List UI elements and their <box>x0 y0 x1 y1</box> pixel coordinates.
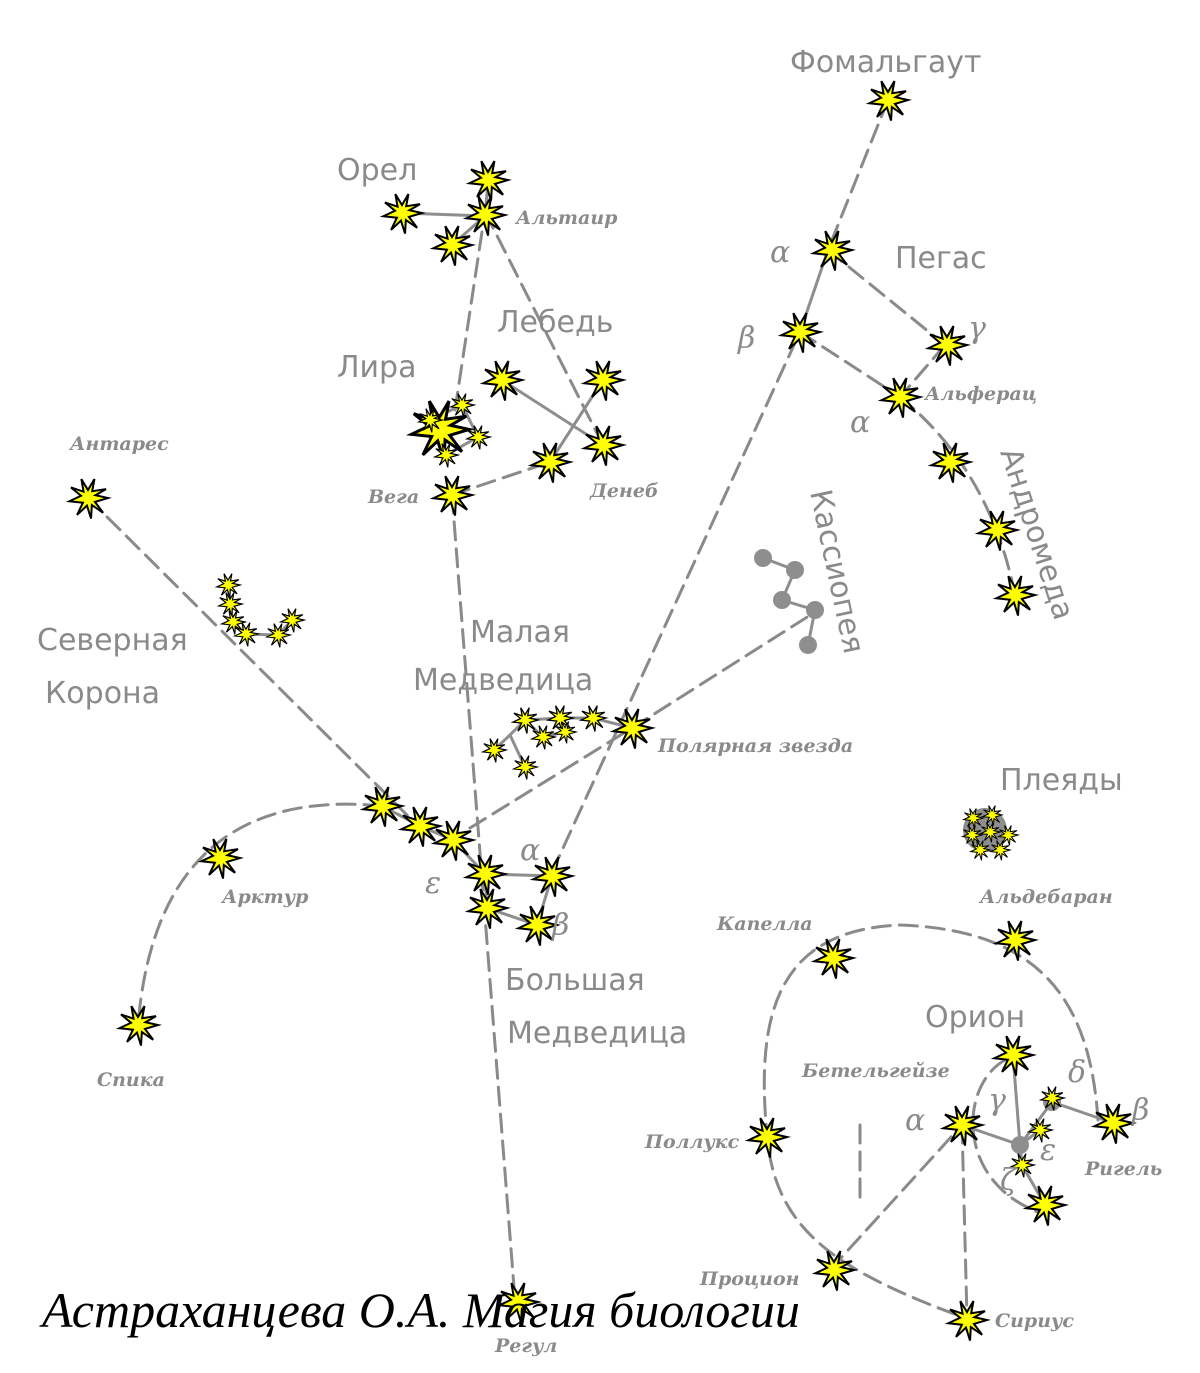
greek-andromeda-alpha: α <box>850 405 870 440</box>
star-labels: Фомальгаут Альтаир Антарес Вега Денеб Ал… <box>68 45 1162 1357</box>
star-ursa-major-2-icon <box>400 806 441 848</box>
label-spika: Спика <box>97 1069 165 1091</box>
label-arktur: Арктур <box>220 886 309 908</box>
star-vega-icon <box>432 475 473 517</box>
star-aquila-left-icon <box>382 193 423 235</box>
star-ursa-minor-1-icon <box>580 705 607 733</box>
star-rigel-icon <box>1093 1103 1134 1145</box>
label-pegas: Пегас <box>895 241 987 276</box>
label-antares: Антарес <box>68 433 169 455</box>
route-altair-to-cygnus <box>483 210 605 447</box>
star-andromeda-delta-icon <box>995 575 1036 617</box>
greek-ursa-beta: β <box>551 908 569 943</box>
label-polaris: Полярная звезда <box>657 735 853 757</box>
label-malaya: Малая <box>470 615 570 650</box>
route-arc-to-spika <box>136 802 384 1027</box>
star-arktur-icon <box>200 838 241 880</box>
greek-orion-beta: β <box>1131 1093 1149 1128</box>
route-vega-to-deneb <box>450 460 552 497</box>
label-polluks: Поллукс <box>644 1131 740 1153</box>
star-protsion-icon <box>814 1250 855 1292</box>
label-cassiopeia: Кассиопея <box>802 486 871 656</box>
greek-labels: α β γ α α β ε α β γ δ ε ζ <box>425 235 1149 1198</box>
star-andromeda-gamma-icon <box>977 510 1018 552</box>
route-ursa-to-polaris <box>468 726 634 830</box>
star-polluks-icon <box>747 1117 788 1159</box>
greek-orion-gamma: γ <box>988 1083 1006 1118</box>
label-rigel: Ригель <box>1084 1158 1162 1180</box>
star-polaris-icon <box>612 708 653 750</box>
guide-lines <box>86 98 1100 1320</box>
route-pegasus-square-side <box>898 343 947 399</box>
label-orel: Орел <box>337 153 417 188</box>
label-protsion: Процион <box>699 1268 800 1290</box>
star-cygnus-3-icon <box>583 425 624 467</box>
star-ursa-major-1-icon <box>362 786 403 828</box>
route-pegasus-square-top <box>826 248 947 347</box>
label-sirius: Сириус <box>995 1310 1074 1332</box>
greek-pegasus-beta: β <box>737 321 755 356</box>
star-sirius-icon <box>947 1300 988 1342</box>
label-lebed: Лебедь <box>497 305 613 340</box>
star-deneb-icon <box>530 442 571 484</box>
star-pegasus-beta-icon <box>780 312 821 354</box>
label-kapella: Капелла <box>716 913 813 935</box>
star-lyra-b-icon <box>450 393 475 418</box>
route-polaris-to-cassiopeia <box>630 612 814 730</box>
greek-orion-alpha: α <box>905 1103 925 1138</box>
label-fomalgaut: Фомальгаут <box>790 45 981 80</box>
star-ursa-major-3-icon <box>433 820 474 862</box>
greek-pegasus-alpha: α <box>770 235 790 270</box>
star-ursa-minor-7-icon <box>513 755 538 780</box>
label-korona: Корона <box>45 676 160 711</box>
route-lyra-to-altair <box>453 210 487 412</box>
greek-ursa-epsilon: ε <box>425 866 441 901</box>
star-alferats-icon <box>880 377 921 419</box>
star-corona-1-icon <box>216 573 241 598</box>
star-orion-gamma-icon <box>993 1035 1034 1077</box>
cassiopeia-dots <box>754 549 824 654</box>
label-altair: Альтаир <box>514 207 618 229</box>
label-medveditsa-small: Медведица <box>413 663 593 698</box>
star-aldebaran-icon <box>995 920 1036 962</box>
star-orion-mintaka-icon <box>1040 1086 1065 1111</box>
label-pleyady: Плеяды <box>1000 763 1123 798</box>
greek-orion-epsilon: ε <box>1040 1133 1056 1168</box>
label-aldebaran: Альдебаран <box>978 886 1113 908</box>
star-fomalgaut-icon <box>868 80 909 122</box>
label-bolshaya: Большая <box>505 963 645 998</box>
greek-pegasus-gamma: γ <box>968 311 986 346</box>
greek-orion-delta: δ <box>1068 1055 1086 1090</box>
star-cygnus-2-icon <box>583 360 624 402</box>
star-orion-saiph-icon <box>1025 1185 1066 1227</box>
label-deneb: Денеб <box>589 480 659 502</box>
label-medveditsa-big: Медведица <box>507 1016 687 1051</box>
greek-orion-zeta: ζ <box>1000 1163 1018 1198</box>
label-vega: Вега <box>367 486 419 508</box>
greek-ursa-alpha: α <box>520 833 540 868</box>
caption: Астраханцева О.А. Магия биологии <box>39 1282 800 1338</box>
label-regul: Регул <box>494 1335 557 1357</box>
label-severnaya: Северная <box>37 623 188 658</box>
star-antares-icon <box>68 478 109 520</box>
label-orion: Орион <box>925 1000 1025 1035</box>
route-andromeda-chain <box>898 395 1017 597</box>
route-antares-to-ursa <box>86 496 412 820</box>
label-betelgeuse: Бетельгейзе <box>801 1060 950 1082</box>
route-sirius-to-orion <box>960 1123 969 1320</box>
constellation-labels: Орел Лебедь Лира Пегас Северная Корона М… <box>37 153 1123 1051</box>
label-alferats: Альферац <box>923 383 1037 405</box>
label-lira: Лира <box>337 350 416 385</box>
orion-pattern <box>961 1054 1114 1206</box>
route-procyon-to-orion <box>828 1123 964 1272</box>
star-aquila-top-icon <box>468 160 509 202</box>
star-cygnus-1-icon <box>482 360 523 402</box>
route-winter-circle <box>762 923 1100 1320</box>
route-ursa-to-pegasus <box>550 330 802 874</box>
route-pegasus-fomalgaut <box>826 98 890 252</box>
